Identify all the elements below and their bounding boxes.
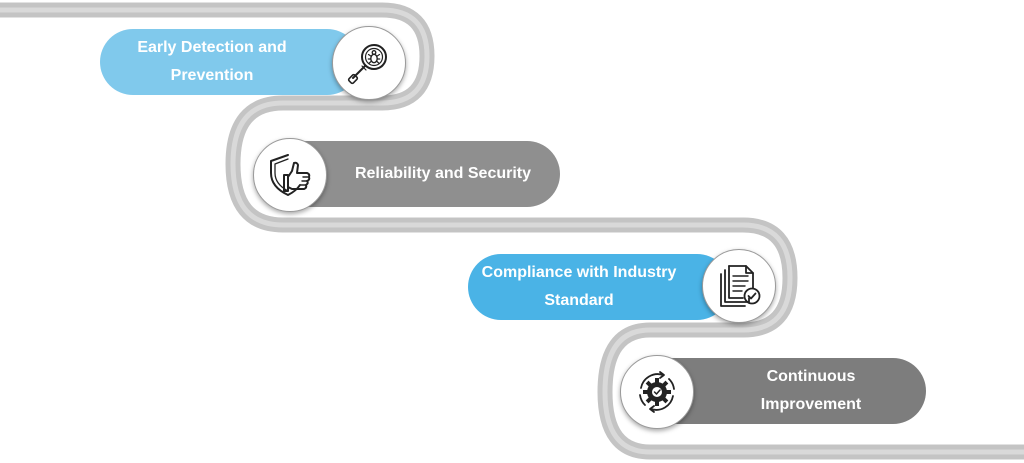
- step-2-text: Reliability and Security: [355, 160, 531, 188]
- step-1-icon-circle: [332, 26, 406, 100]
- step-4-line-2: Improvement: [760, 396, 862, 413]
- step-2-line-1: Reliability and Security: [354, 165, 532, 182]
- step-4-icon-circle: [620, 355, 694, 429]
- step-4-line-1: Continuous: [766, 368, 856, 385]
- magnifier-bug-icon: [347, 44, 387, 85]
- step-1-text: Early Detection and Prevention: [137, 34, 286, 90]
- step-3-text: Compliance with Industry Standard: [482, 259, 677, 315]
- step-1-line-2: Prevention: [170, 67, 254, 84]
- step-3-icon-circle: [702, 249, 776, 323]
- step-3-pill: Compliance with Industry Standard: [468, 254, 730, 320]
- step-1-pill: Early Detection and Prevention: [100, 29, 360, 95]
- step-3-line-1: Compliance with Industry: [481, 264, 677, 281]
- step-2-icon-circle: [253, 138, 327, 212]
- document-check-icon: [720, 265, 761, 307]
- gear-cycle-icon: [639, 371, 675, 413]
- step-3-line-2: Standard: [544, 292, 614, 309]
- step-4-text: Continuous Improvement: [761, 363, 861, 419]
- shield-thumbs-up-icon: [270, 154, 311, 196]
- step-1-line-1: Early Detection and: [137, 39, 287, 56]
